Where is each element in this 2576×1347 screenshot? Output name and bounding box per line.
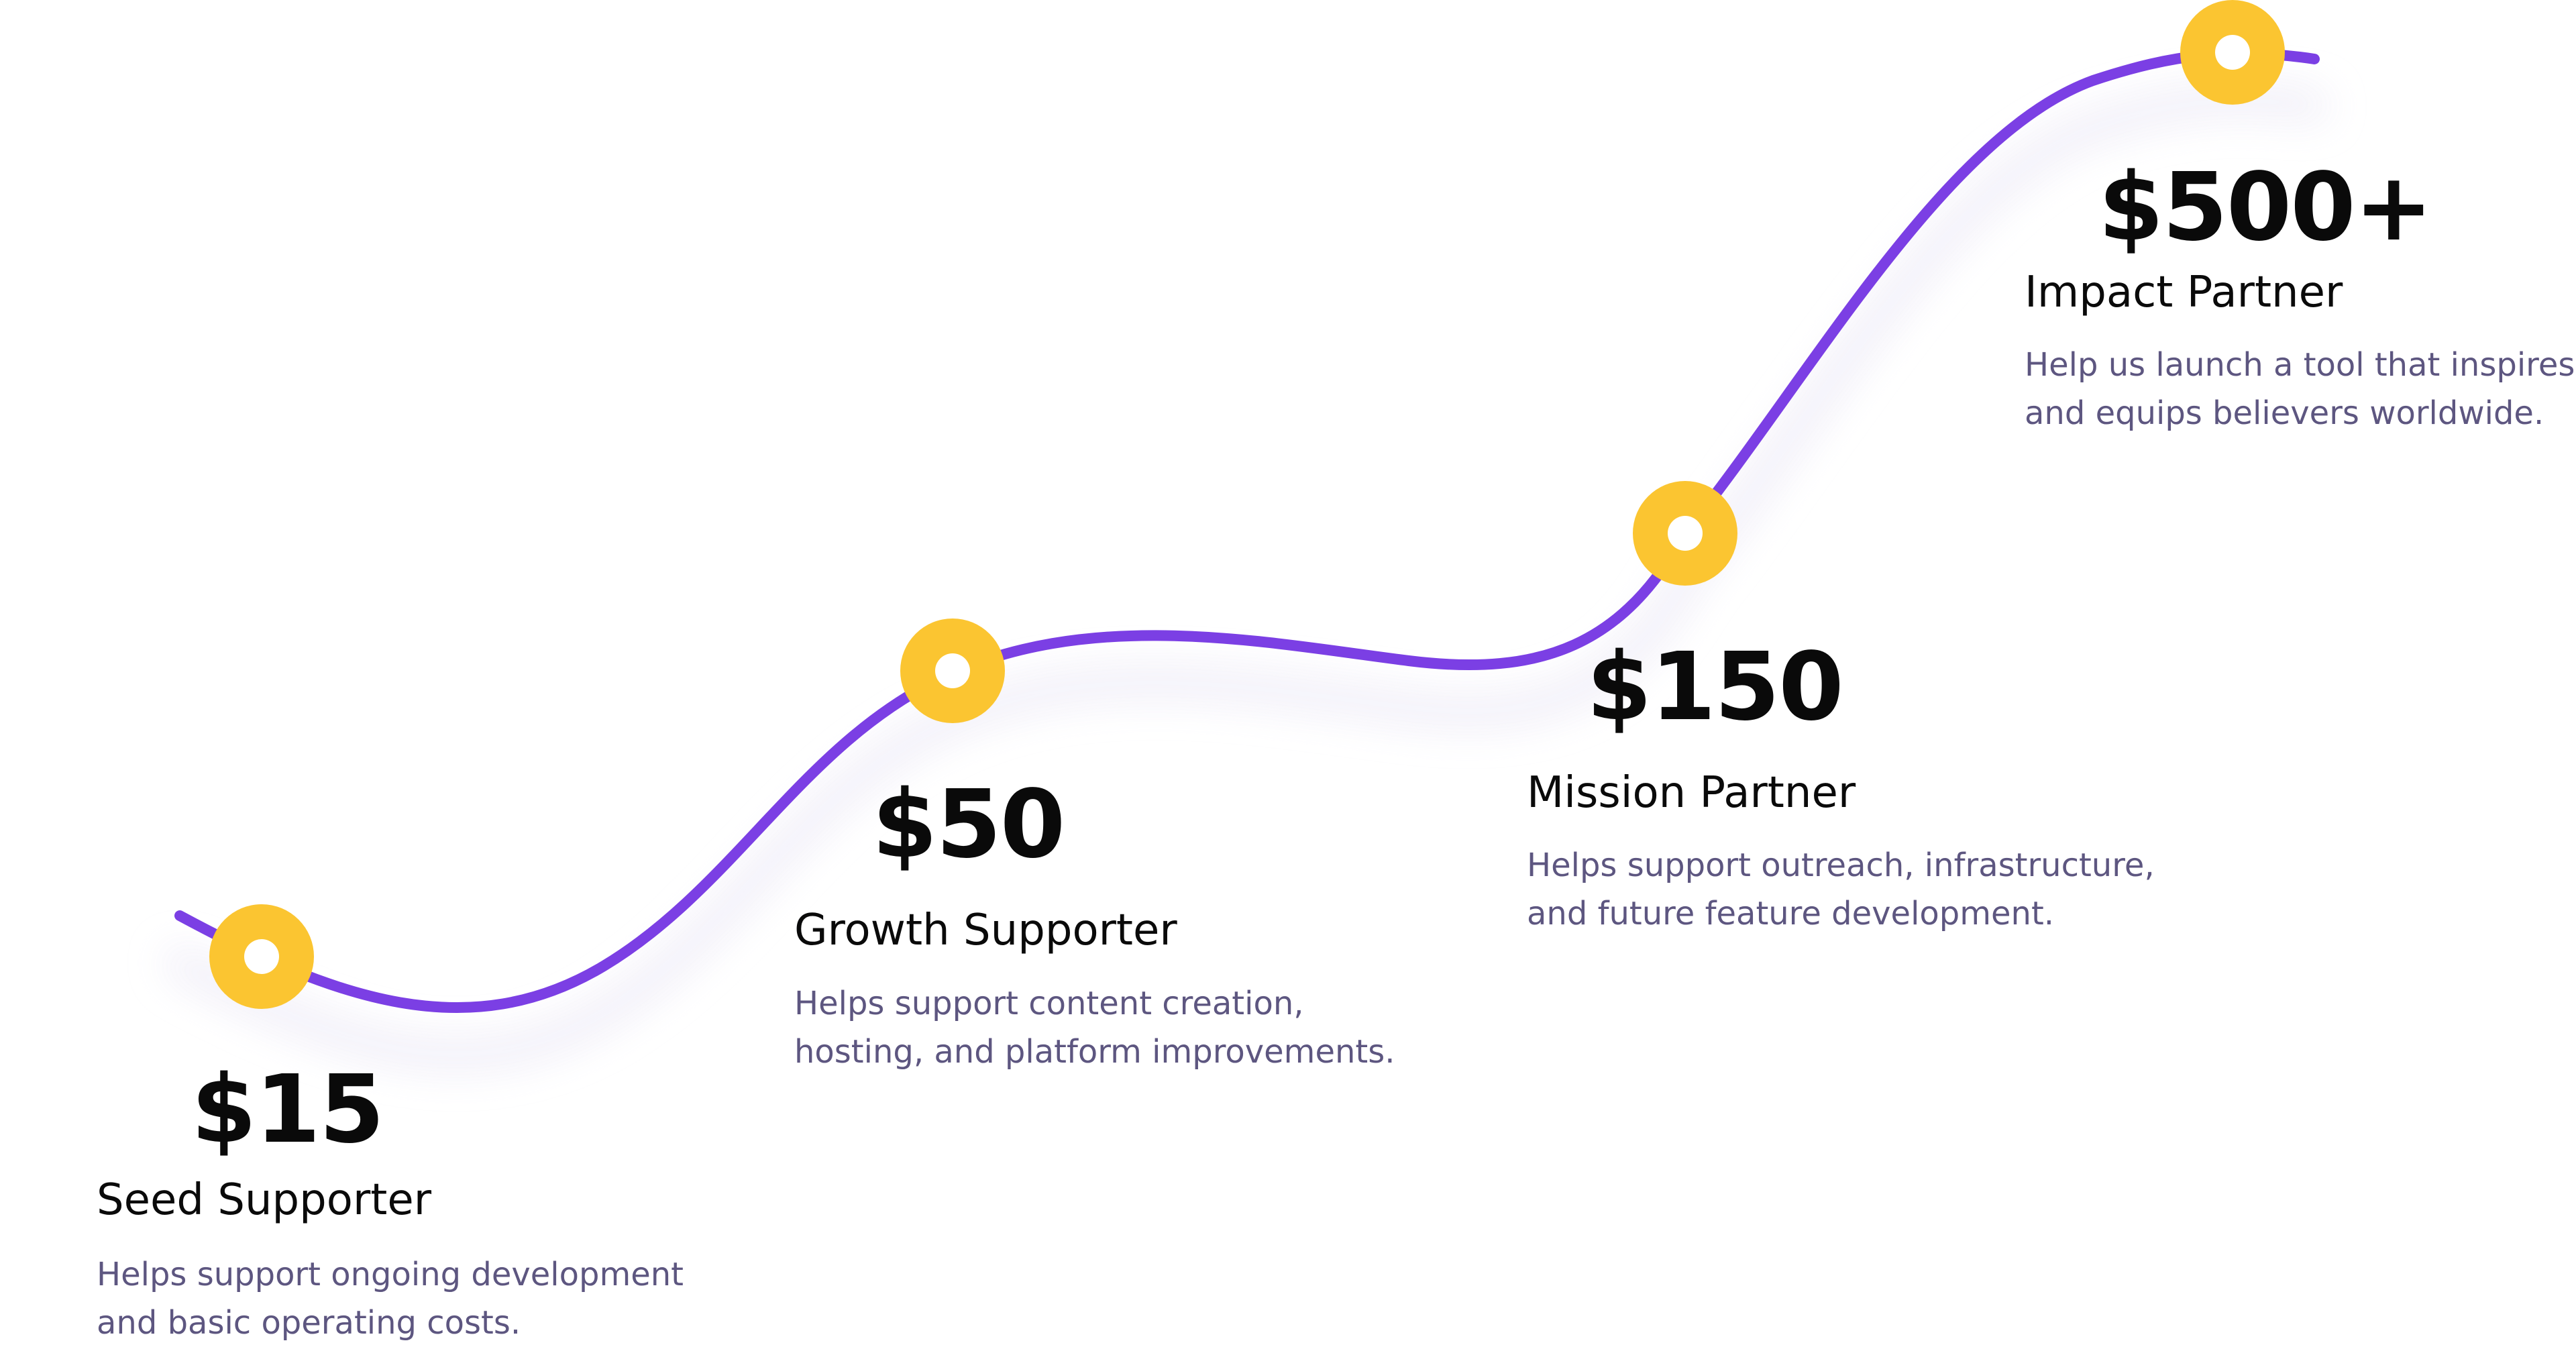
tier-name-growth: Growth Supporter (794, 906, 1177, 955)
tier-amount-seed: $15 (191, 1055, 384, 1165)
milestone-node-impact (2180, 0, 2285, 105)
tier-description-line: and future feature development. (1527, 895, 2055, 932)
progress-path (174, 48, 2320, 1014)
tier-name-mission: Mission Partner (1527, 768, 1856, 818)
progress-path-shadow (166, 87, 2328, 1069)
tier-description-line: and basic operating costs. (97, 1304, 521, 1342)
tier-description-line: hosting, and platform improvements. (794, 1033, 1395, 1071)
milestone-node-mission (1633, 481, 1737, 586)
tier-description-line: Helps support content creation, (794, 985, 1304, 1022)
tier-description-mission: Helps support outreach, infrastructure, … (1527, 841, 2155, 938)
tier-description-line: and equips believers worldwide. (2025, 394, 2544, 432)
tier-amount-growth: $50 (872, 770, 1065, 879)
tier-name-seed: Seed Supporter (97, 1175, 432, 1225)
tier-name-impact: Impact Partner (2025, 268, 2343, 317)
tier-description-growth: Helps support content creation, hosting,… (794, 979, 1395, 1076)
milestone-node-seed (209, 904, 314, 1009)
tier-amount-impact: $500+ (2098, 153, 2433, 262)
tier-description-line: Helps support ongoing development (97, 1256, 684, 1293)
tier-description-line: Help us launch a tool that inspires (2025, 346, 2575, 384)
tier-description-seed: Helps support ongoing development and ba… (97, 1250, 684, 1347)
tier-description-line: Helps support outreach, infrastructure, (1527, 847, 2155, 884)
tier-amount-mission: $150 (1587, 633, 1844, 742)
tier-description-impact: Help us launch a tool that inspires and … (2025, 341, 2575, 437)
milestone-node-growth (900, 618, 1005, 723)
